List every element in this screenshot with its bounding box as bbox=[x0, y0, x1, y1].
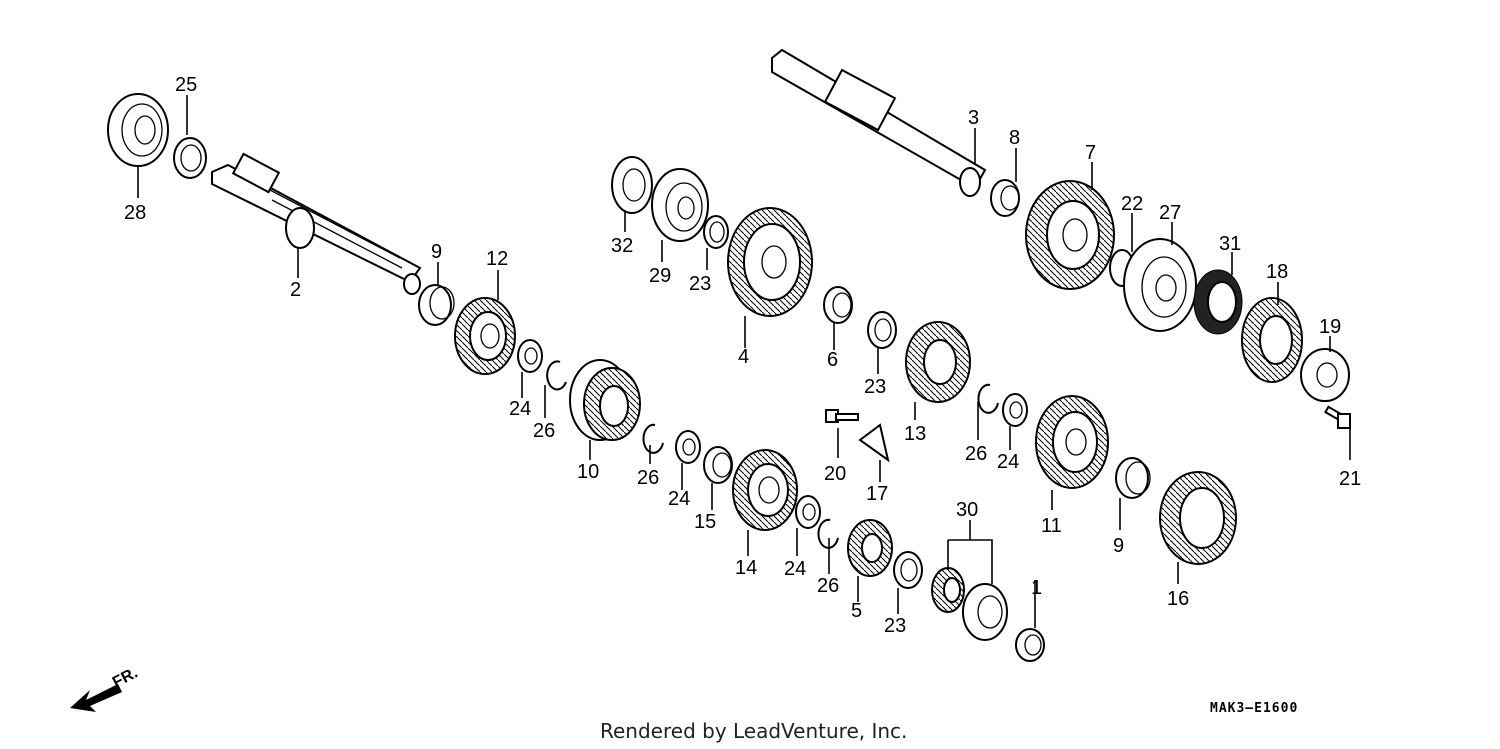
bushing-9-icon bbox=[418, 284, 455, 326]
callout-18: 18 bbox=[1266, 261, 1288, 283]
callout-12: 12 bbox=[486, 248, 508, 270]
washer-24-icon bbox=[675, 430, 701, 464]
gear-7-icon bbox=[1025, 180, 1115, 290]
callout-26a: 26 bbox=[533, 420, 555, 442]
leader-lines bbox=[137, 95, 1351, 628]
stopper-plate-17-icon bbox=[858, 423, 890, 463]
bushing-9-icon bbox=[1115, 457, 1151, 499]
callout-5: 5 bbox=[851, 600, 862, 622]
callout-1: 1 bbox=[1031, 577, 1042, 599]
callout-9a: 9 bbox=[431, 241, 442, 263]
callout-24a: 24 bbox=[509, 398, 531, 420]
gear-5-icon bbox=[847, 519, 893, 577]
gear-13-icon bbox=[905, 321, 971, 403]
main-shaft-2-icon bbox=[211, 152, 422, 295]
callout-24b: 24 bbox=[668, 488, 690, 510]
gear-4-icon bbox=[727, 207, 813, 317]
gear-14-icon bbox=[732, 449, 798, 531]
washer-24-icon bbox=[517, 339, 543, 373]
callout-15: 15 bbox=[694, 511, 716, 533]
callout-29: 29 bbox=[649, 265, 671, 287]
bushing-15-icon bbox=[703, 446, 733, 484]
callout-20: 20 bbox=[824, 463, 846, 485]
circlip-26-icon bbox=[817, 518, 839, 549]
callout-26d: 26 bbox=[965, 443, 987, 465]
bearing-32-icon bbox=[611, 156, 653, 214]
callout-14: 14 bbox=[735, 557, 757, 579]
callout-4: 4 bbox=[738, 346, 749, 368]
render-credit: Rendered by LeadVenture, Inc. bbox=[600, 719, 907, 743]
washer-23-icon bbox=[893, 551, 923, 589]
washer-23-icon bbox=[867, 311, 897, 349]
callout-26b: 26 bbox=[637, 467, 659, 489]
bearing-27-icon bbox=[1123, 238, 1197, 332]
callout-10: 10 bbox=[577, 461, 599, 483]
callout-16: 16 bbox=[1167, 588, 1189, 610]
collar-1-icon bbox=[1015, 628, 1045, 662]
circlip-26-icon bbox=[977, 383, 999, 414]
gear-10-icon bbox=[569, 359, 641, 441]
callout-32: 32 bbox=[611, 235, 633, 257]
bushing-6-icon bbox=[823, 286, 853, 324]
bearing-outer-30-icon bbox=[962, 583, 1008, 641]
circlip-26-icon bbox=[642, 423, 664, 454]
callout-19: 19 bbox=[1319, 316, 1341, 338]
callout-13: 13 bbox=[904, 423, 926, 445]
callout-23a: 23 bbox=[689, 273, 711, 295]
callout-labels: 1 2 3 4 5 6 7 8 9 9 10 11 12 13 14 15 16… bbox=[124, 74, 1361, 637]
gear-11-icon bbox=[1035, 395, 1109, 489]
callout-24d: 24 bbox=[997, 451, 1019, 473]
callout-8: 8 bbox=[1009, 127, 1020, 149]
diagram-code: MAK3—E1600 bbox=[1210, 701, 1298, 716]
gear-16-icon bbox=[1159, 471, 1237, 565]
bushing-8-icon bbox=[990, 179, 1020, 217]
gear-12-icon bbox=[454, 297, 516, 375]
callout-31: 31 bbox=[1219, 233, 1241, 255]
callout-23b: 23 bbox=[864, 376, 886, 398]
arrow-front-icon: FR. bbox=[70, 664, 141, 712]
washer-24-icon bbox=[795, 495, 821, 529]
washer-24-icon bbox=[1002, 393, 1028, 427]
bolt-21-icon bbox=[1324, 405, 1351, 429]
callout-27: 27 bbox=[1159, 202, 1181, 224]
callout-21: 21 bbox=[1339, 468, 1361, 490]
callout-6: 6 bbox=[827, 349, 838, 371]
callout-28: 28 bbox=[124, 202, 146, 224]
washer-25-icon bbox=[173, 137, 207, 179]
bolt-20-icon bbox=[825, 409, 859, 423]
sprocket-18-icon bbox=[1241, 297, 1303, 383]
callout-11: 11 bbox=[1041, 515, 1062, 537]
callout-7: 7 bbox=[1085, 142, 1096, 164]
callout-2: 2 bbox=[290, 279, 301, 301]
circlip-26-icon bbox=[546, 360, 567, 391]
callout-26c: 26 bbox=[817, 575, 839, 597]
callout-24c: 24 bbox=[784, 558, 806, 580]
bearing-28-icon bbox=[107, 93, 169, 167]
callout-22: 22 bbox=[1121, 193, 1143, 215]
callout-17: 17 bbox=[866, 483, 888, 505]
plate-19-icon bbox=[1300, 348, 1350, 402]
oil-seal-31-icon bbox=[1193, 269, 1243, 335]
bearing-29-icon bbox=[651, 168, 709, 242]
countershaft-3-icon bbox=[771, 48, 987, 197]
callout-25: 25 bbox=[175, 74, 197, 96]
callout-23c: 23 bbox=[884, 615, 906, 637]
washer-23-icon bbox=[703, 215, 729, 249]
callout-3: 3 bbox=[968, 107, 979, 129]
callout-9b: 9 bbox=[1113, 535, 1124, 557]
needle-bearing-30-icon bbox=[931, 567, 965, 613]
callout-30: 30 bbox=[956, 499, 978, 521]
